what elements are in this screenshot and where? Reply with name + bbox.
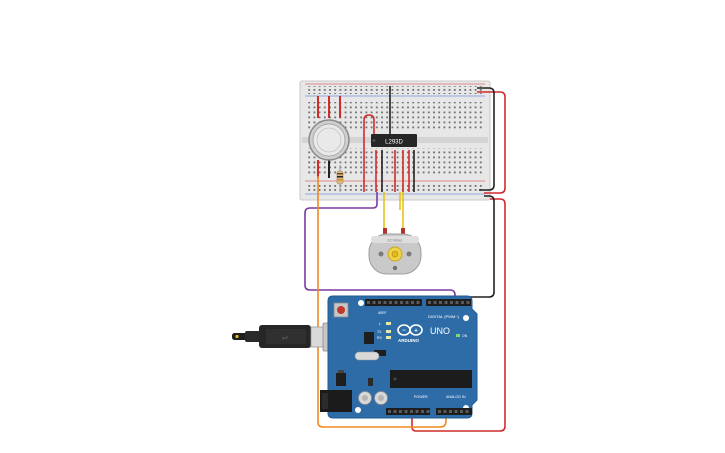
l293d-label: L293D (385, 140, 403, 146)
resistor[interactable] (336, 165, 344, 192)
aref-label: AREF (378, 311, 387, 315)
l293d-chip[interactable]: L293D (371, 134, 417, 147)
svg-text:−: − (402, 328, 406, 334)
dc-motor[interactable]: DC Motor (368, 228, 422, 275)
l-led-label: L (379, 322, 381, 326)
motor-label: DC Motor (388, 239, 404, 243)
breadboard[interactable] (299, 80, 491, 201)
on-label: ON (462, 334, 468, 338)
gas-sensor[interactable] (308, 96, 350, 178)
digital-header-label: DIGITAL (PWM~) (428, 314, 460, 319)
tx-label: TX (377, 330, 382, 334)
board-model-label: UNO (430, 326, 450, 336)
analog-label: ANALOG IN (446, 395, 466, 399)
breadboard-jumpers (363, 86, 415, 192)
power-label: POWER (414, 395, 428, 399)
brand-label: ARDUINO (398, 338, 419, 343)
arduino-uno[interactable]: AREF DIGITAL (PWM~) L TX RX − + UNO ARDU… (320, 295, 478, 419)
wires (304, 87, 506, 432)
usb-icon: ⇌ (282, 333, 289, 342)
rx-label: RX (377, 336, 383, 340)
arduino-logo: − + (397, 324, 423, 336)
svg-text:+: + (414, 329, 418, 335)
